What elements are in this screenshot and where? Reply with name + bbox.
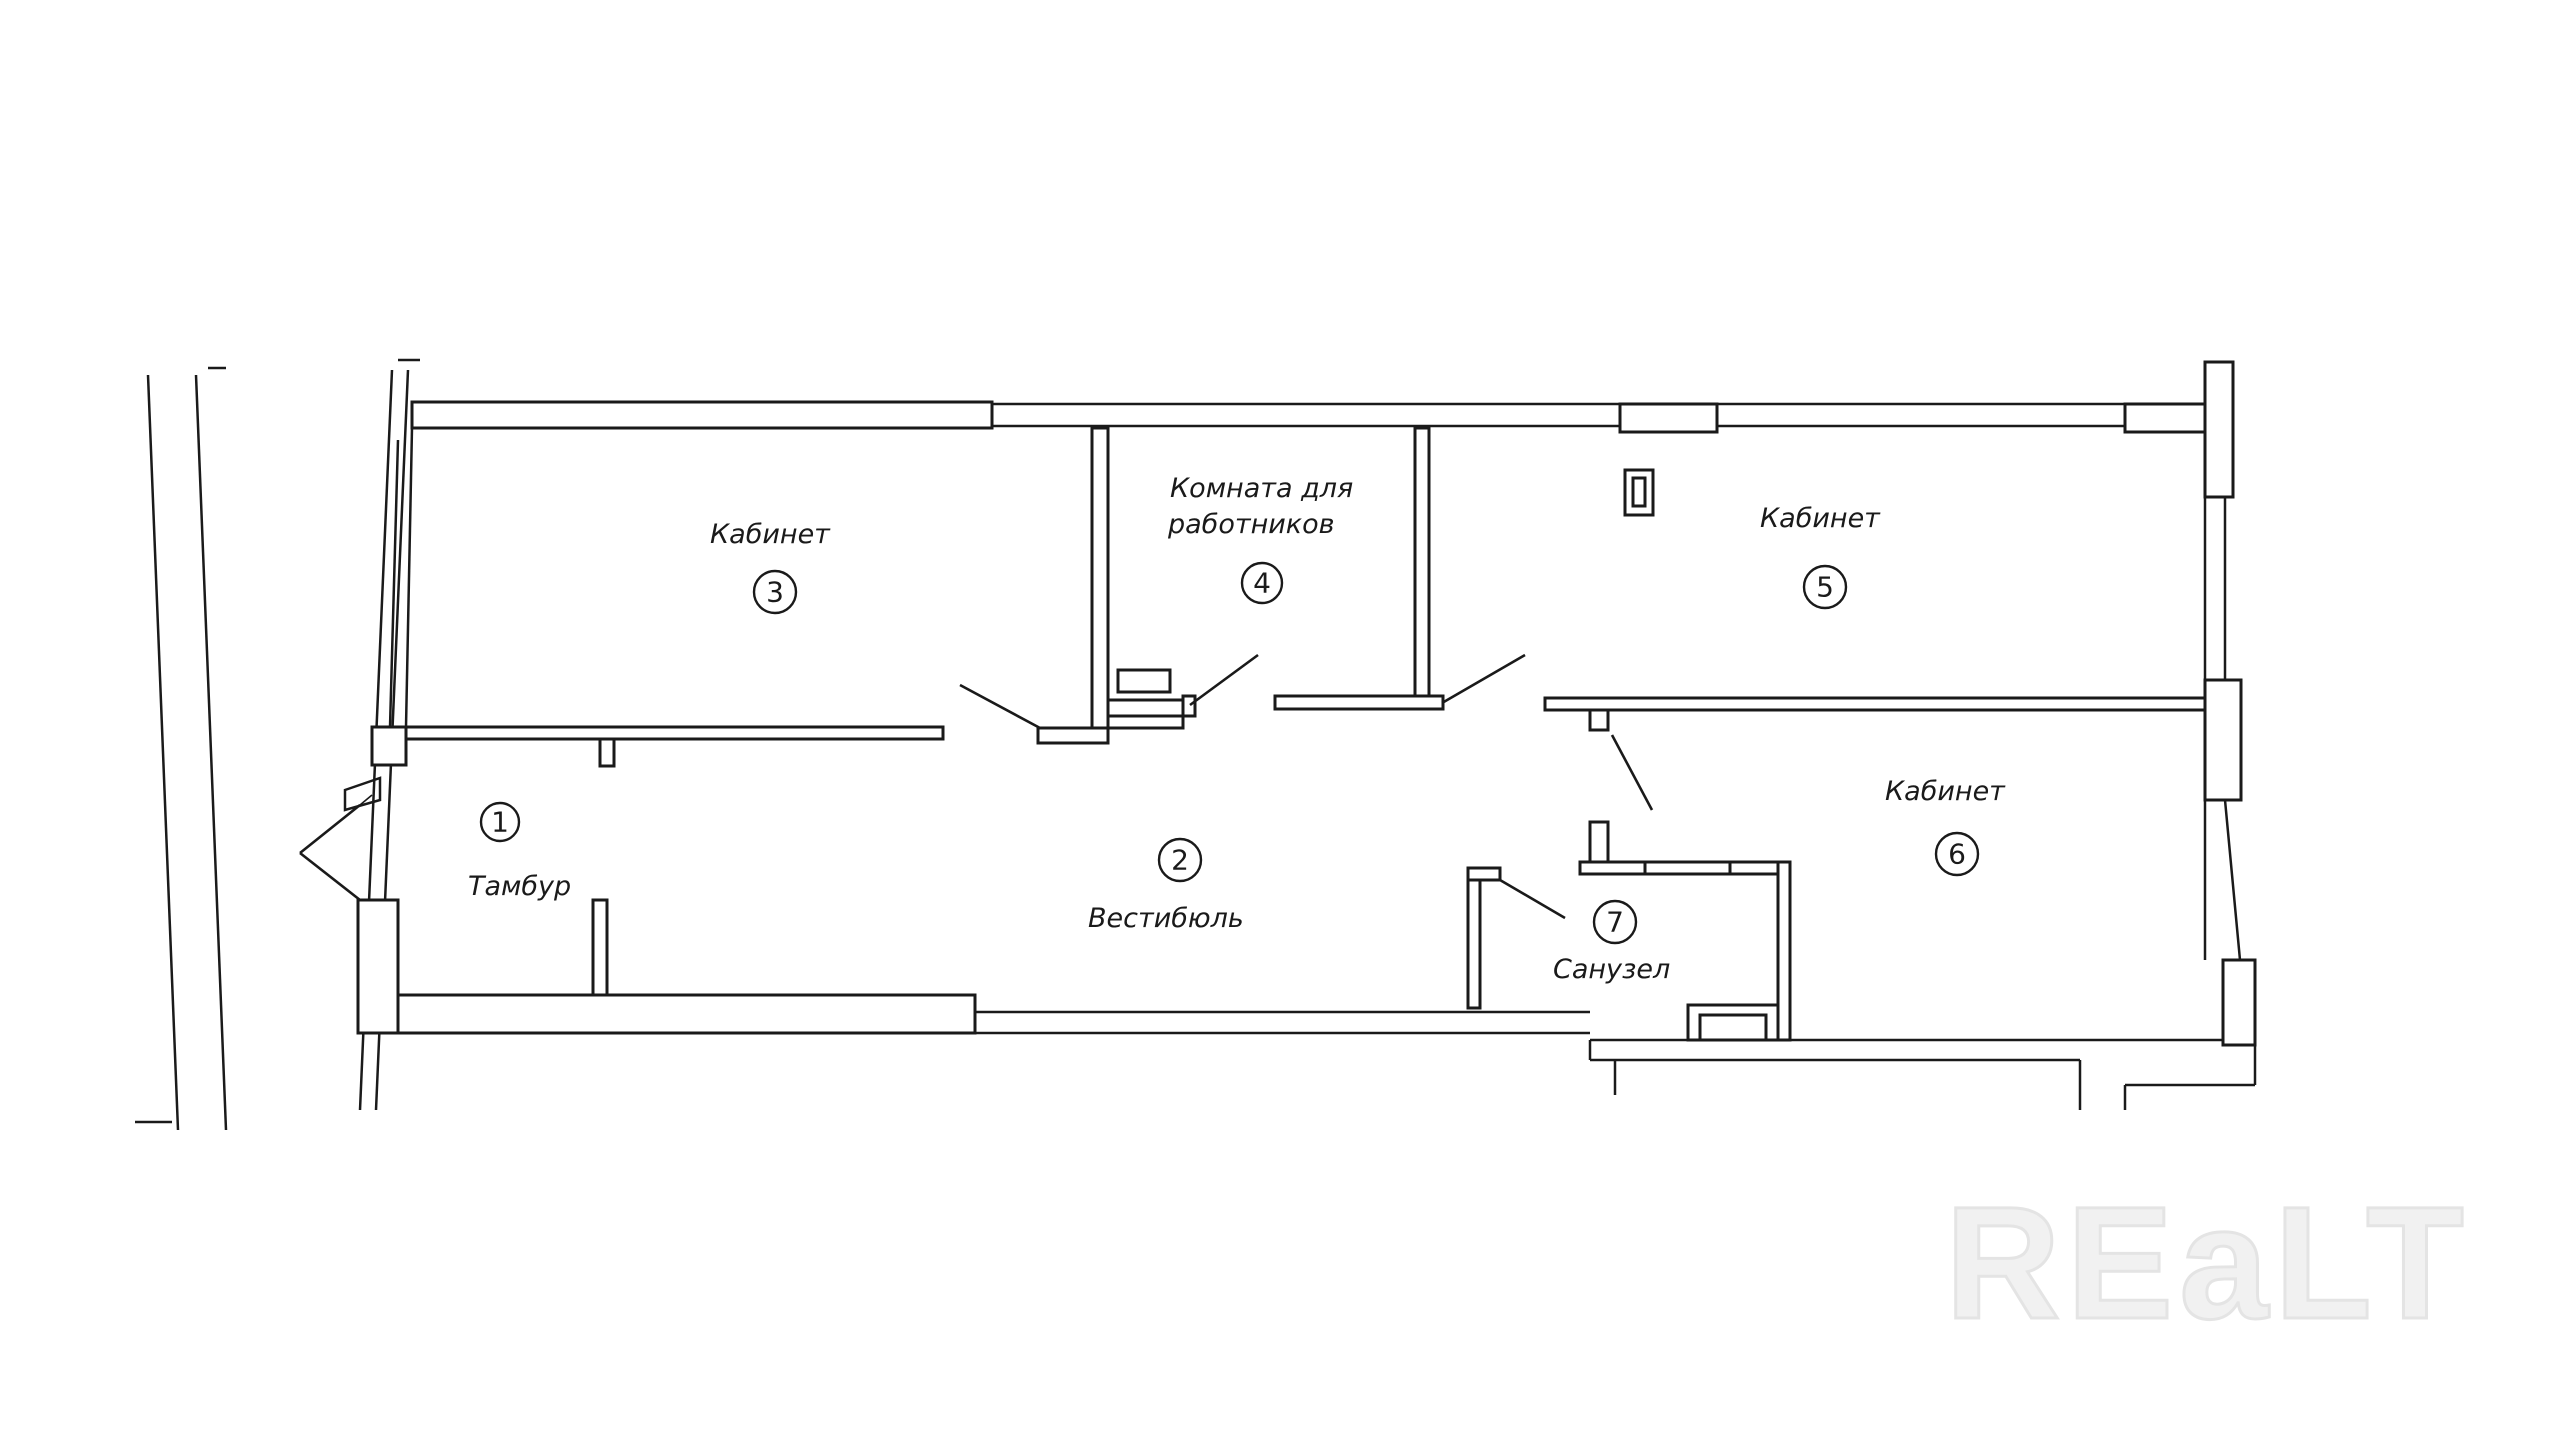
room-number: 2 (1171, 844, 1189, 877)
room-number-circle (1592, 899, 1638, 945)
room-number: 1 (491, 806, 509, 839)
watermark-logo: REaLT (1945, 1173, 2470, 1352)
room-4-staff-room: Комната для работников 4 (1167, 473, 1353, 605)
room-number: 6 (1948, 838, 1966, 871)
room-number-circle (479, 801, 521, 843)
interior-walls (404, 426, 2207, 1042)
room-name: Санузел (1553, 954, 1670, 985)
room-number-circle (1240, 561, 1284, 605)
room-number: 7 (1606, 906, 1624, 939)
room-1-tambur: 1 Тамбур (468, 801, 571, 902)
interior-doors (959, 653, 1654, 920)
room-number: 3 (766, 576, 784, 609)
room-name-line-2: работников (1167, 509, 1335, 540)
room-number: 4 (1253, 567, 1271, 600)
room-name: Кабинет (1760, 503, 1881, 534)
room-name: Тамбур (468, 871, 571, 902)
entrance-door (299, 776, 382, 902)
room-5-office: Кабинет 5 (1760, 503, 1881, 610)
room-3-office: Кабинет 3 (710, 519, 831, 615)
room-number: 5 (1816, 571, 1834, 604)
room-number-circle (1157, 837, 1203, 883)
room-name: Вестибюль (1088, 903, 1244, 934)
exterior-walls (356, 360, 2257, 1110)
room-6-office: Кабинет 6 (1885, 776, 2006, 877)
room-number-circle (1802, 564, 1848, 610)
room-2-vestibule: 2 Вестибюль (1088, 837, 1244, 934)
room-number-circle (752, 569, 798, 615)
room-name: Кабинет (710, 519, 831, 550)
room-name: Кабинет (1885, 776, 2006, 807)
room-name-line-1: Комната для (1170, 473, 1353, 504)
room-7-bathroom: 7 Санузел (1553, 899, 1670, 985)
room-number-circle (1934, 831, 1980, 877)
